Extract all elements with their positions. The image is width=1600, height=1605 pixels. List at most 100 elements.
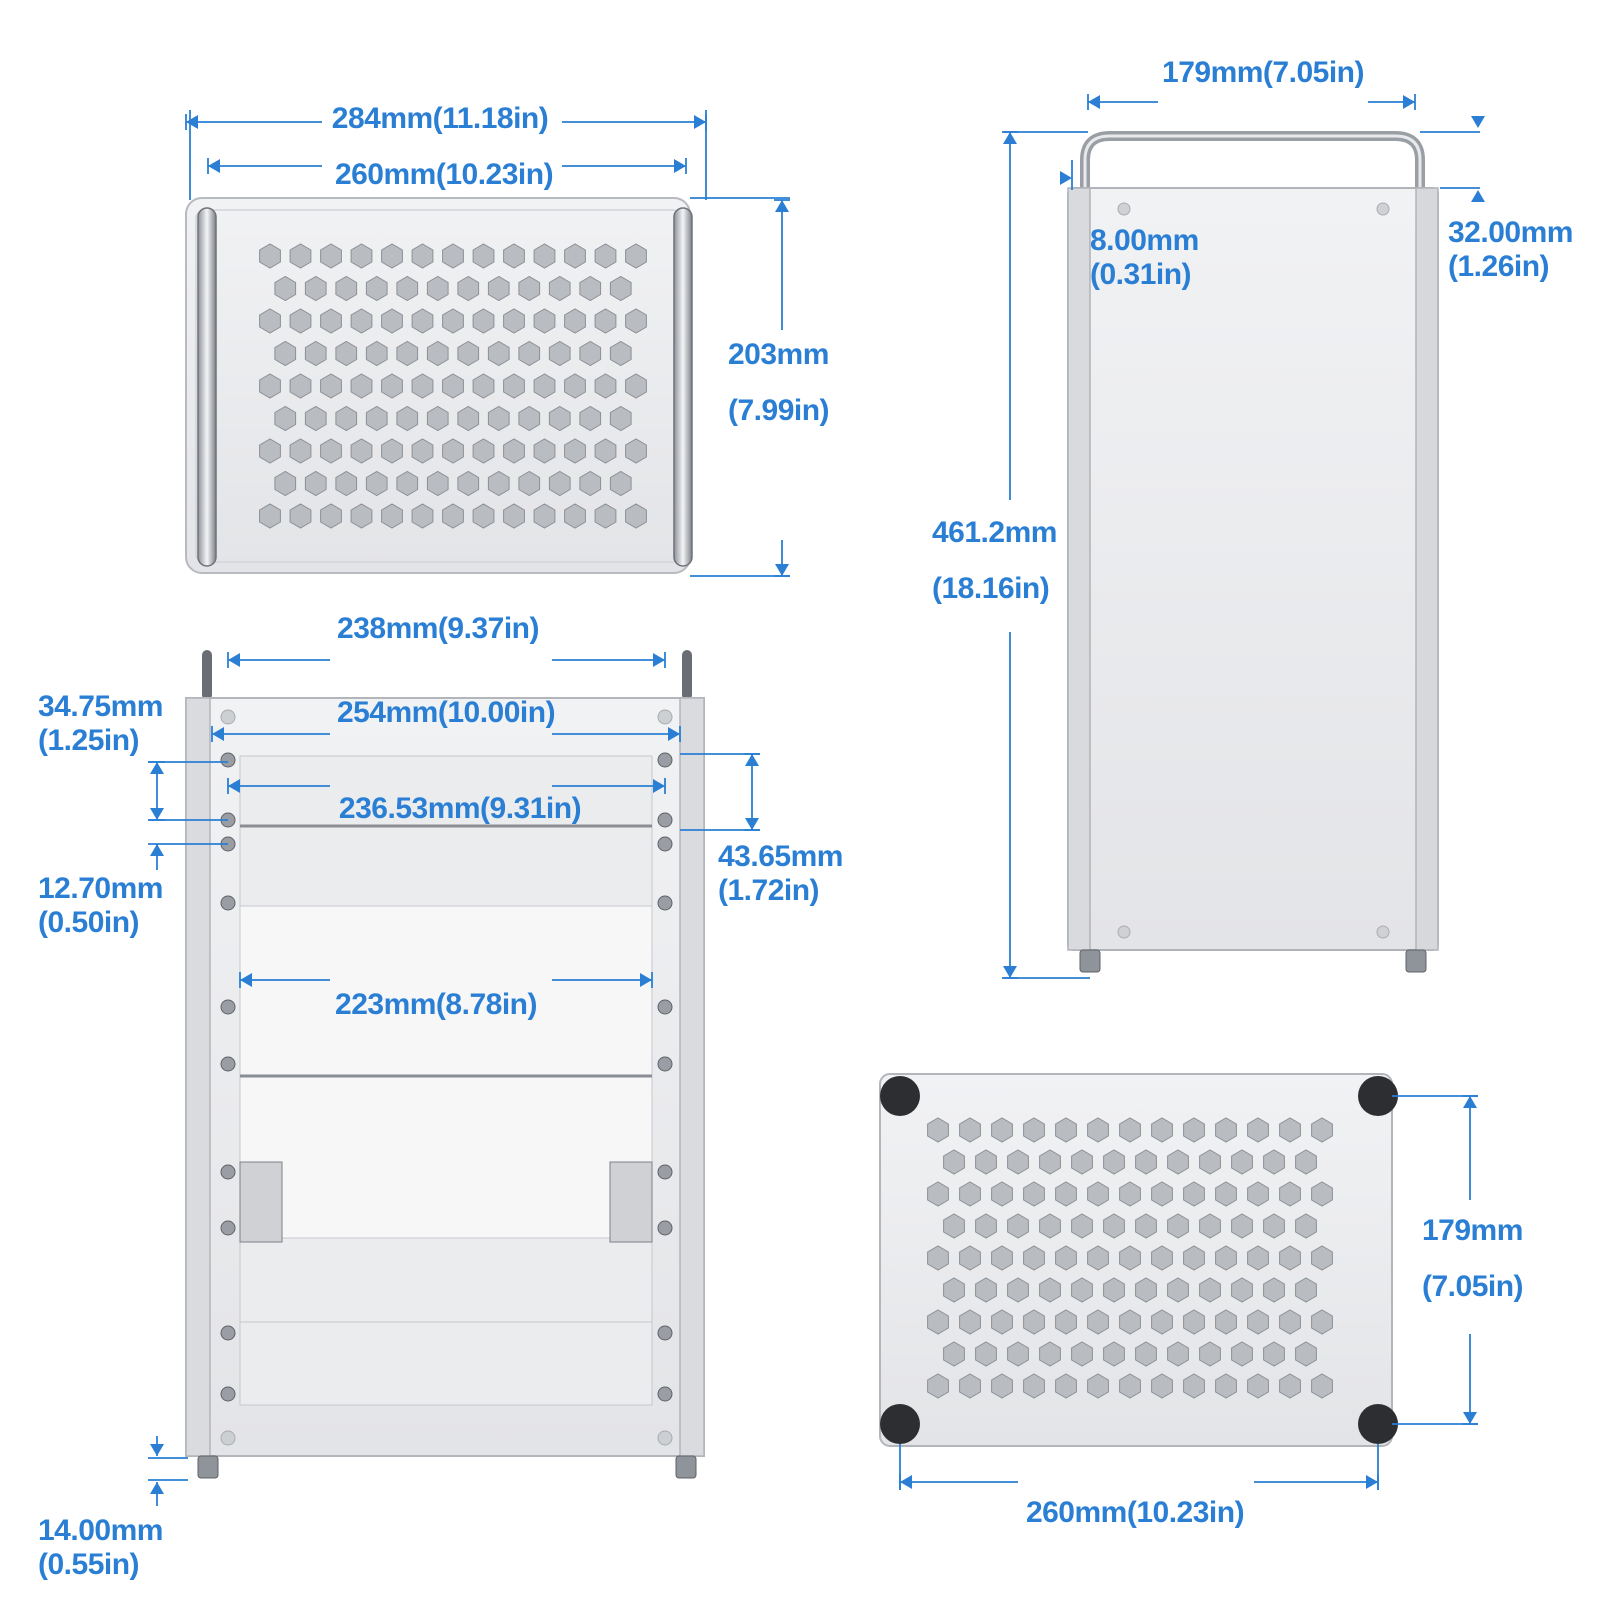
vent-hole (548, 275, 571, 302)
vent-hole (564, 503, 586, 529)
vent-hole (548, 340, 571, 367)
dimension-arrow (1060, 171, 1072, 185)
dimension-arrow (150, 762, 164, 774)
rail-screw (220, 752, 236, 768)
rail-screw (220, 1164, 236, 1180)
rail-screw (657, 1164, 673, 1180)
vent-hole (579, 275, 602, 302)
vent-hole (564, 438, 586, 464)
vent-hole (350, 503, 373, 529)
label-bottom-depth: 179mm (7.05in) (1422, 1214, 1524, 1304)
vent-hole (1183, 1245, 1205, 1271)
vent-hole (503, 243, 525, 269)
vent-hole (1023, 1181, 1045, 1207)
vent-hole (1183, 1309, 1205, 1335)
vent-hole (442, 308, 464, 334)
vent-hole (579, 405, 602, 432)
vent-hole (1167, 1277, 1189, 1303)
vent-hole (959, 1181, 981, 1207)
vent-hole (1039, 1277, 1061, 1303)
vent-hole (594, 373, 617, 399)
label-top-height-in: (7.99in) (728, 394, 830, 427)
vent-hole (533, 308, 556, 334)
vent-hole (320, 503, 342, 529)
vent-hole (1135, 1341, 1157, 1367)
vent-hole (1167, 1149, 1189, 1175)
vent-hole (927, 1181, 949, 1207)
vent-hole (1055, 1181, 1077, 1207)
rail-screw (657, 1386, 673, 1402)
vent-hole (472, 243, 495, 269)
dimension-arrow (1003, 966, 1017, 978)
vent-hole (1295, 1213, 1317, 1239)
vent-hole (503, 438, 525, 464)
vent-hole (1023, 1245, 1045, 1271)
label-slot-pitch: 43.65mm (1.72in) (718, 840, 843, 908)
vent-hole (426, 340, 449, 367)
label-top-height: 203mm (7.99in) (728, 338, 830, 428)
dimension-arrow (653, 779, 665, 793)
dimension-arrow (212, 727, 224, 741)
vent-hole (259, 243, 281, 269)
front-view-rails (220, 752, 673, 1402)
dimension-arrow (1471, 190, 1485, 202)
label-handle-height-in: (1.26in) (1448, 250, 1550, 283)
vent-hole (1007, 1213, 1029, 1239)
vent-hole (487, 470, 510, 497)
vent-hole (457, 470, 480, 497)
label-top-inner-width: 260mm(10.23in) (334, 158, 554, 191)
vent-hole (1087, 1373, 1109, 1399)
vent-hole (1231, 1277, 1253, 1303)
vent-hole (289, 503, 312, 529)
vent-hole (548, 405, 571, 432)
vent-hole (320, 373, 342, 399)
vent-hole (1119, 1181, 1141, 1207)
vent-hole (594, 243, 617, 269)
vent-hole (1135, 1277, 1157, 1303)
expansion-slot (239, 755, 653, 827)
vent-hole (959, 1245, 981, 1271)
rail-screw (657, 1220, 673, 1236)
vent-hole (1135, 1213, 1157, 1239)
dimension-arrow (640, 973, 652, 987)
vent-hole (381, 503, 403, 529)
label-top-height-mm: 203mm (728, 338, 829, 371)
vent-hole (1071, 1341, 1093, 1367)
dimension-arrow (1088, 95, 1100, 109)
vent-hole (625, 503, 647, 529)
rail-screw (657, 895, 673, 911)
vent-hole (1103, 1277, 1125, 1303)
vent-hole (1007, 1341, 1029, 1367)
label-side-handle-width: 179mm(7.05in) (1162, 56, 1364, 89)
label-slot-pitch-in: (1.72in) (718, 874, 820, 907)
vent-hole (1311, 1373, 1333, 1399)
bottom-view-foot (880, 1076, 920, 1116)
vent-hole (426, 405, 449, 432)
expansion-slot (239, 825, 653, 907)
vent-hole (1119, 1309, 1141, 1335)
vent-hole (1263, 1149, 1285, 1175)
vent-hole (381, 308, 403, 334)
dimension-arrow (240, 973, 252, 987)
vent-hole (442, 243, 464, 269)
vent-hole (381, 438, 403, 464)
vent-hole (442, 438, 464, 464)
vent-hole (1119, 1373, 1141, 1399)
label-rail-width-236: 236.53mm(9.31in) (338, 792, 582, 825)
label-rail-width-254: 254mm(10.00in) (336, 696, 556, 729)
label-slot-top-mm: 34.75mm (38, 690, 163, 723)
vent-hole (609, 405, 632, 432)
vent-hole (1087, 1117, 1109, 1143)
vent-hole (350, 373, 373, 399)
dimension-arrow (1471, 116, 1485, 128)
vent-hole (1279, 1373, 1301, 1399)
bottom-view-foot (1358, 1404, 1398, 1444)
vent-hole (533, 243, 556, 269)
vent-hole (350, 308, 373, 334)
vent-hole (1151, 1309, 1173, 1335)
dimension-lines (148, 94, 1485, 1506)
vent-hole (1103, 1213, 1125, 1239)
vent-hole (1311, 1117, 1333, 1143)
vent-hole (472, 308, 495, 334)
